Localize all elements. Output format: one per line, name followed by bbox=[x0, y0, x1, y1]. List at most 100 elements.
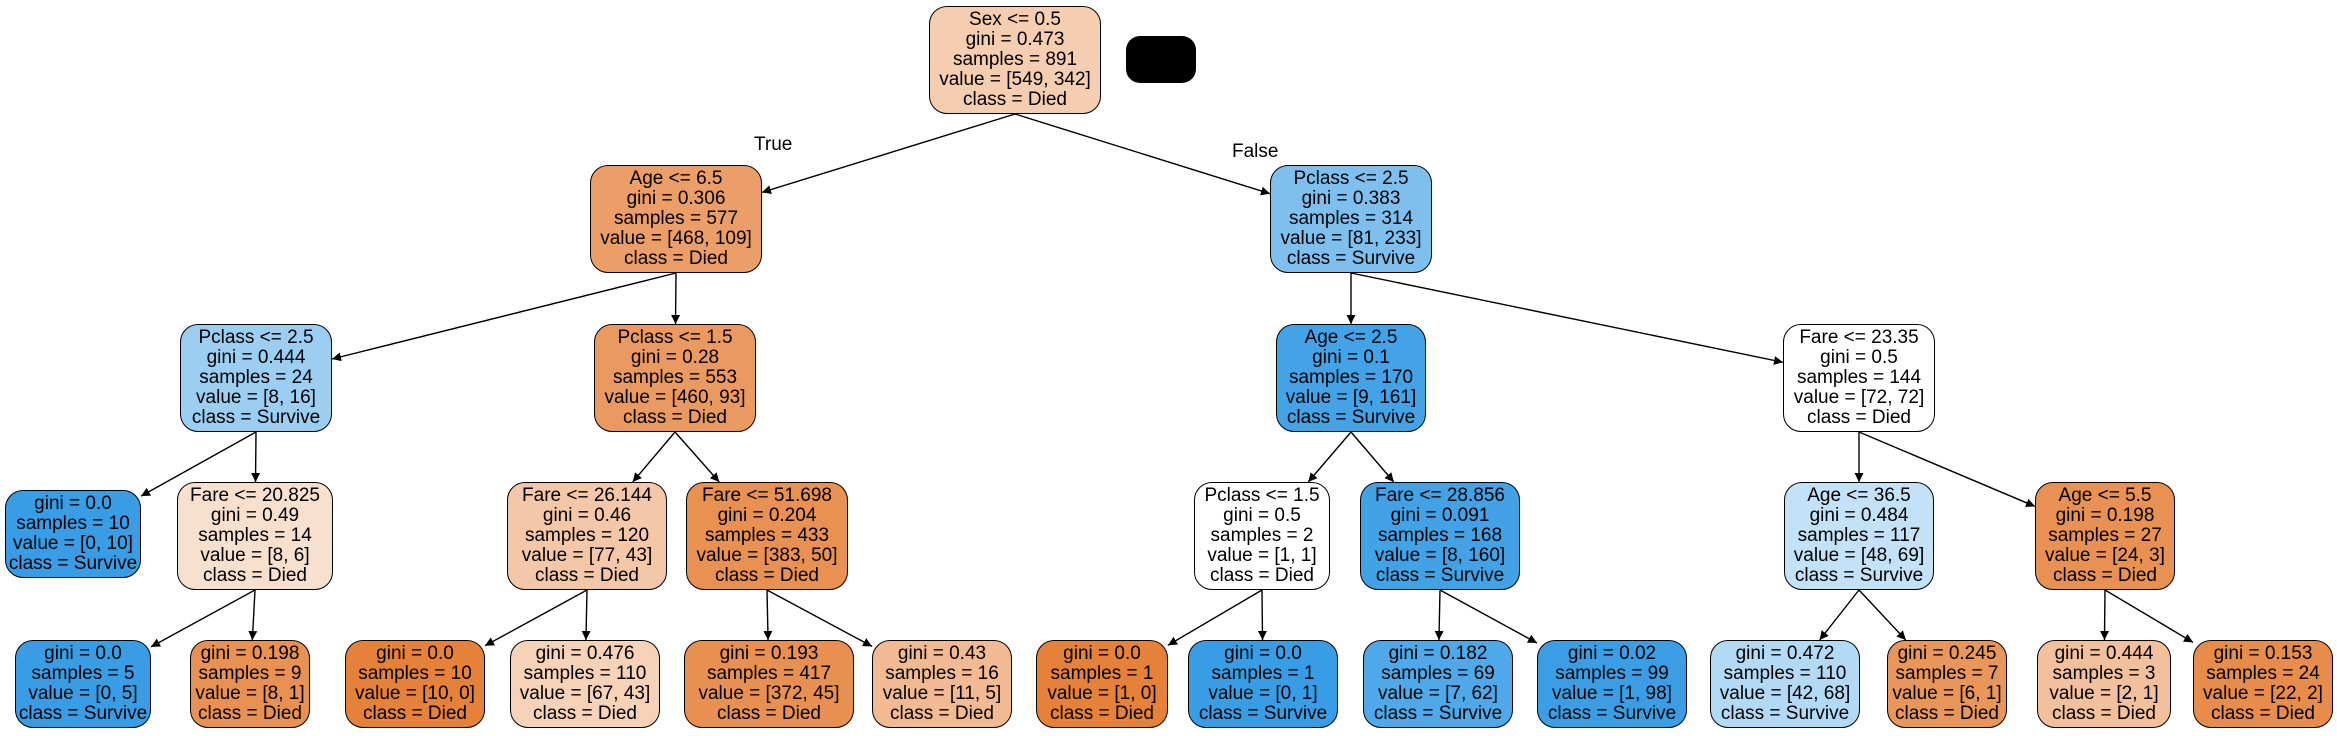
node-line: gini = 0.02 bbox=[1567, 643, 1657, 664]
node-line: value = [383, 50] bbox=[696, 545, 838, 566]
edge-n26-n27 bbox=[2100, 589, 2110, 641]
node-line: samples = 24 bbox=[199, 367, 313, 388]
node-line: gini = 0.444 bbox=[206, 347, 306, 368]
node-line: class = Survive bbox=[1720, 703, 1850, 724]
node-line: gini = 0.306 bbox=[626, 188, 726, 209]
edge-n8-n9 bbox=[484, 589, 588, 647]
node-line: samples = 553 bbox=[612, 367, 738, 388]
edge-n15-n19 bbox=[1350, 431, 1395, 483]
node-line: value = [9, 161] bbox=[1285, 387, 1417, 408]
node-line: samples = 168 bbox=[1377, 525, 1503, 546]
node-line: value = [48, 69] bbox=[1793, 545, 1925, 566]
node-line: value = [460, 93] bbox=[604, 387, 746, 408]
node-line: value = [8, 16] bbox=[196, 387, 316, 408]
node-line: Pclass <= 2.5 bbox=[1293, 168, 1409, 189]
node-line: Age <= 2.5 bbox=[1304, 327, 1398, 348]
node-line: gini = 0.46 bbox=[542, 505, 632, 526]
edge-n14-n22 bbox=[1350, 272, 1784, 365]
node-line: gini = 0.43 bbox=[897, 643, 987, 664]
edge-label-true: True bbox=[754, 134, 793, 155]
node-line: samples = 99 bbox=[1555, 663, 1669, 684]
node-line: gini = 0.444 bbox=[2054, 643, 2154, 664]
node-line: samples = 417 bbox=[706, 663, 832, 684]
node-line: class = Survive bbox=[1286, 248, 1416, 269]
node-line: class = Survive bbox=[8, 553, 138, 574]
node-line: samples = 16 bbox=[885, 663, 999, 684]
edge-n1-n2 bbox=[331, 272, 677, 362]
node-line: class = Survive bbox=[1373, 703, 1503, 724]
node-line: Age <= 6.5 bbox=[629, 168, 723, 189]
node-line: value = [1, 1] bbox=[1207, 545, 1317, 566]
node-line: samples = 1 bbox=[1211, 663, 1315, 684]
node-line: class = Died bbox=[2052, 565, 2158, 586]
edge-label-false: False bbox=[1232, 141, 1279, 162]
edge-n19-n20 bbox=[1434, 589, 1444, 641]
node-line: Sex <= 0.5 bbox=[969, 9, 1061, 30]
node-line: value = [7, 62] bbox=[1378, 683, 1498, 704]
node-line: class = Died bbox=[532, 703, 638, 724]
node-line: class = Survive bbox=[191, 407, 321, 428]
edge-n22-n26 bbox=[1858, 431, 2036, 508]
node-line: gini = 0.182 bbox=[1388, 643, 1488, 664]
node-line: class = Died bbox=[623, 248, 729, 269]
node-line: samples = 110 bbox=[1723, 663, 1847, 684]
node-line: samples = 2 bbox=[1210, 525, 1314, 546]
node-line: value = [22, 2] bbox=[2203, 683, 2323, 704]
edge-n23-n25 bbox=[1858, 589, 1907, 641]
node-line: gini = 0.28 bbox=[630, 347, 720, 368]
node-line: gini = 0.476 bbox=[535, 643, 635, 664]
edge-n11-n13 bbox=[766, 589, 873, 648]
node-line: class = Survive bbox=[1794, 565, 1924, 586]
node-line: samples = 10 bbox=[358, 663, 472, 684]
node-line: class = Died bbox=[2051, 703, 2157, 724]
node-line: Fare <= 26.144 bbox=[522, 485, 652, 506]
node-line: class = Died bbox=[202, 565, 308, 586]
edge-n16-n18 bbox=[1257, 589, 1267, 641]
node-line: class = Died bbox=[1049, 703, 1155, 724]
node-line: class = Died bbox=[716, 703, 822, 724]
node-line: gini = 0.204 bbox=[717, 505, 817, 526]
node-line: gini = 0.0 bbox=[44, 643, 122, 664]
node-line: samples = 433 bbox=[704, 525, 830, 546]
edge-n7-n11 bbox=[674, 431, 720, 483]
node-line: class = Died bbox=[889, 703, 995, 724]
node-line: class = Survive bbox=[1198, 703, 1328, 724]
node-line: Fare <= 20.825 bbox=[190, 485, 320, 506]
node-line: Age <= 5.5 bbox=[2058, 485, 2152, 506]
node-line: value = [8, 1] bbox=[195, 683, 305, 704]
node-line: class = Died bbox=[197, 703, 303, 724]
node-line: gini = 0.245 bbox=[1897, 643, 1997, 664]
node-line: samples = 24 bbox=[2206, 663, 2320, 684]
node-line: value = [1, 98] bbox=[1552, 683, 1672, 704]
node-line: samples = 577 bbox=[613, 208, 739, 229]
node-line: samples = 14 bbox=[198, 525, 312, 546]
node-line: class = Died bbox=[534, 565, 640, 586]
node-line: value = [2, 1] bbox=[2049, 683, 2159, 704]
node-line: class = Died bbox=[1806, 407, 1912, 428]
node-line: samples = 117 bbox=[1797, 525, 1921, 546]
node-line: samples = 110 bbox=[523, 663, 647, 684]
node-line: value = [372, 45] bbox=[698, 683, 840, 704]
node-line: gini = 0.091 bbox=[1390, 505, 1490, 526]
node-line: gini = 0.5 bbox=[1820, 347, 1898, 368]
edge-n4-n5 bbox=[150, 589, 256, 648]
node-line: samples = 891 bbox=[952, 49, 1078, 70]
edge-n8-n10 bbox=[581, 589, 591, 641]
